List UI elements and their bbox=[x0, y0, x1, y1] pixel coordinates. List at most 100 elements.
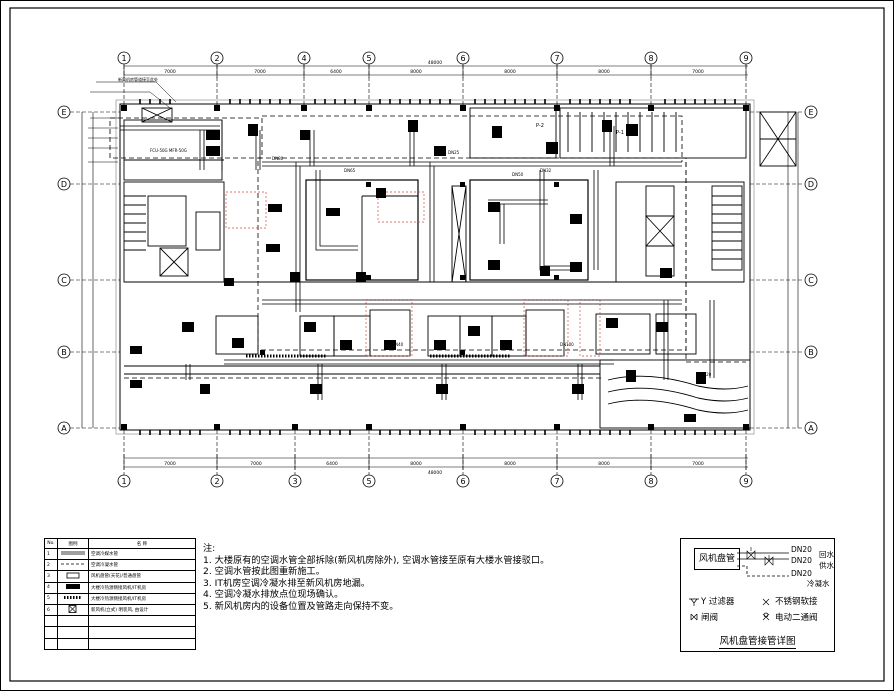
note-item: 1. 大楼原有的空调水管全部拆除(新风机房除外), 空调水管接至原有大楼水管接驳… bbox=[203, 554, 550, 566]
dim-bottom-5: 8000 bbox=[504, 461, 516, 467]
legend-symbol bbox=[57, 581, 89, 594]
axis-top-6: 7 bbox=[554, 54, 559, 63]
pipe-tag: DN25 bbox=[448, 150, 460, 155]
dim-top-1: 7000 bbox=[164, 69, 176, 75]
legend-no: 3 bbox=[44, 570, 58, 583]
axis-left-a: A bbox=[61, 424, 67, 433]
axis-bottom-1: 1 bbox=[121, 477, 126, 486]
legend-no: 1 bbox=[44, 547, 58, 561]
axis-bottom-6: 7 bbox=[554, 477, 559, 486]
dim-top-7: 7000 bbox=[692, 69, 704, 75]
legend-header-name: 名 称 bbox=[88, 538, 196, 549]
legend-row bbox=[44, 615, 196, 628]
water-pipes bbox=[120, 125, 715, 400]
note-item: 2. 空调水管按此图重新施工。 bbox=[203, 566, 325, 577]
legend-symbol bbox=[57, 559, 89, 572]
note-item: 5. 新风机房内的设备位置及管路走向保持不变。 bbox=[203, 600, 399, 612]
dim-bottom-2: 7000 bbox=[250, 461, 262, 467]
dim-top-5: 8000 bbox=[504, 69, 516, 75]
top-note-equipment: FCU-50G MFR-50G bbox=[150, 148, 187, 153]
legend-no: 5 bbox=[44, 592, 58, 605]
dimension-lines bbox=[70, 62, 802, 475]
note-item: 3. IT机房空调冷凝水排至新风机房地漏。 bbox=[203, 577, 371, 589]
legend-name bbox=[88, 615, 196, 628]
axis-left-d: D bbox=[61, 180, 67, 189]
legend-no bbox=[44, 626, 58, 639]
fan-coil-detail: 风机盘管 DN20 回水 DN20 供水 DN20 冷凝水 Y 过滤器 不锈钢软… bbox=[680, 538, 835, 652]
key-gate-valve: 闸阀 bbox=[701, 613, 719, 623]
pipe-tag: DN20 bbox=[700, 372, 712, 377]
legend-name: 大楼冷热源侧接风机/IT机房 bbox=[88, 581, 196, 594]
legend-name: 风机盘管(天花)/普通盘管 bbox=[88, 570, 196, 583]
axis-right-d: D bbox=[808, 180, 814, 189]
axis-top-1: 1 bbox=[121, 54, 126, 63]
legend-name: 空调冷媒水管 bbox=[88, 547, 196, 561]
dim-top-4: 8000 bbox=[410, 69, 422, 75]
legend-table: No. 图例 名 称 1 空调冷媒水管 2 空调冷凝水管 3 风机盘管(天花)/… bbox=[44, 538, 196, 650]
axis-right-a: A bbox=[808, 424, 814, 433]
axis-top-4: 5 bbox=[366, 54, 371, 63]
legend-symbol bbox=[57, 592, 89, 605]
legend-symbol bbox=[57, 626, 89, 639]
pipe-tag: P-2 bbox=[536, 123, 544, 129]
note-item: 4. 空调冷凝水排放点位现场确认。 bbox=[203, 589, 344, 600]
pipe-size-return: DN20 bbox=[791, 545, 812, 554]
grid-axis-markers bbox=[57, 51, 818, 488]
pipe-size-supply: DN20 bbox=[791, 556, 812, 565]
dim-top-3: 6400 bbox=[330, 69, 342, 75]
axis-bottom-4: 5 bbox=[366, 477, 371, 486]
pipe-tag: DN65 bbox=[344, 168, 356, 173]
axis-right-c: C bbox=[808, 276, 814, 285]
axis-right-b: B bbox=[808, 348, 814, 357]
legend-no: 4 bbox=[44, 581, 58, 594]
structural-columns bbox=[121, 105, 749, 430]
legend-name: 大楼冷热源侧接风机/IT机房 bbox=[88, 592, 196, 605]
dim-top-6: 8000 bbox=[598, 69, 610, 75]
legend-row: 5 大楼冷热源侧接风机/IT机房 bbox=[44, 592, 196, 605]
pipe-tag: DN40 bbox=[392, 342, 404, 347]
dim-bottom-4: 8000 bbox=[410, 461, 422, 467]
legend-header-symbol: 图例 bbox=[57, 538, 89, 549]
axis-bottom-2: 2 bbox=[214, 477, 219, 486]
partitions bbox=[123, 107, 797, 429]
dim-total-top: 48000 bbox=[428, 60, 442, 66]
key-flex-joint: 不锈钢软接 bbox=[775, 597, 818, 607]
notes-heading: 注: bbox=[203, 543, 216, 554]
legend-row: 6 新风机(立式) 明装风, 由设计 bbox=[44, 603, 196, 617]
facade-windows bbox=[139, 99, 736, 435]
floor-plan bbox=[70, 62, 802, 475]
pipe-name-return: 回水 bbox=[819, 550, 834, 559]
annotation-leaders bbox=[88, 81, 177, 163]
dim-bottom-7: 7000 bbox=[692, 461, 704, 467]
detail-title: 风机盘管接管详图 bbox=[681, 633, 834, 649]
legend-symbol bbox=[57, 570, 89, 583]
pipe-tag: DN50 bbox=[512, 172, 524, 177]
key-motorized-valve: 电动二通阀 bbox=[775, 613, 818, 623]
axis-bottom-3: 3 bbox=[292, 477, 297, 486]
dim-total-bottom: 48000 bbox=[428, 470, 442, 476]
legend-header-no: No. bbox=[44, 538, 58, 549]
legend-row: 4 大楼冷热源侧接风机/IT机房 bbox=[44, 581, 196, 594]
pipe-tag: DN100 bbox=[560, 342, 574, 347]
axis-right-e: E bbox=[808, 108, 813, 117]
legend-no bbox=[44, 615, 58, 628]
legend-symbol bbox=[57, 603, 89, 617]
legend-no: 6 bbox=[44, 603, 58, 617]
axis-top-3: 4 bbox=[301, 54, 306, 63]
it-zones bbox=[225, 191, 601, 357]
legend-name: 空调冷凝水管 bbox=[88, 559, 196, 572]
pipe-name-condensate: 冷凝水 bbox=[807, 579, 830, 588]
top-note: 新风机房管道接至此处 bbox=[118, 76, 158, 82]
legend-row bbox=[44, 626, 196, 639]
axis-top-7: 8 bbox=[648, 54, 653, 63]
pipe-name-supply: 供水 bbox=[819, 561, 834, 570]
legend-symbol bbox=[57, 637, 89, 650]
legend-row: 2 空调冷凝水管 bbox=[44, 559, 196, 572]
legend-symbol bbox=[57, 547, 89, 561]
dim-top-2: 7000 bbox=[254, 69, 266, 75]
legend-row bbox=[44, 637, 196, 650]
building-outline bbox=[119, 103, 751, 431]
axis-left-e: E bbox=[61, 108, 66, 117]
pipe-tag: DN32 bbox=[540, 168, 552, 173]
legend-symbol bbox=[57, 615, 89, 628]
